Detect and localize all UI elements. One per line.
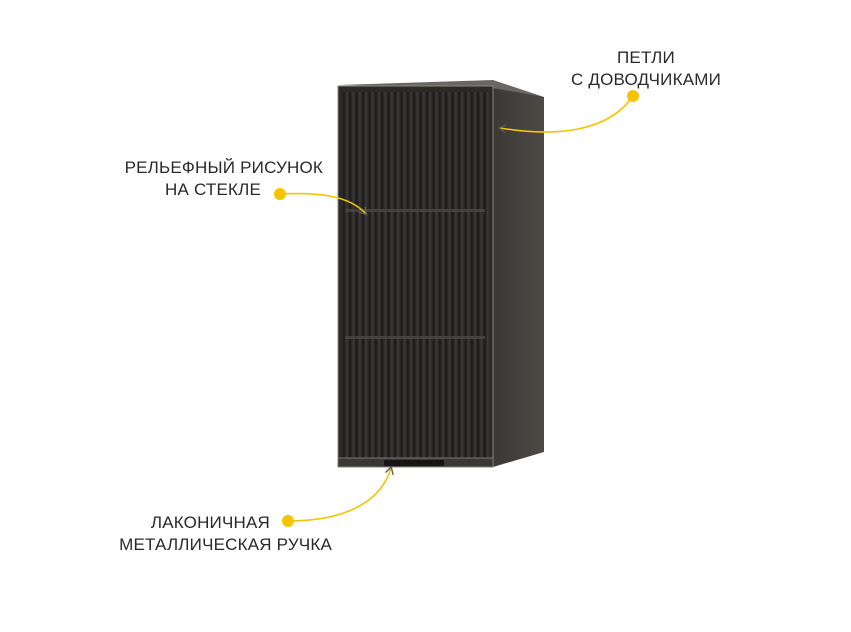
callout-label-handle: ЛАКОНИЧНАЯ МЕТАЛЛИЧЕСКАЯ РУЧКА <box>70 512 332 556</box>
callout-line-glass <box>279 192 366 214</box>
metal-handle <box>384 460 444 466</box>
cabinet-front-frame <box>337 85 494 468</box>
callout-dot-glass <box>274 188 286 200</box>
glass-flute <box>403 92 406 458</box>
glass-flute <box>461 92 463 458</box>
glass-flute <box>352 92 355 458</box>
glass-flute <box>429 92 431 458</box>
callout-line-handle <box>287 468 391 522</box>
glass-flute <box>375 92 377 458</box>
glass-flute <box>349 92 351 458</box>
glass-flute <box>381 92 383 458</box>
glass-flute <box>407 92 409 458</box>
callout-dot-handle <box>282 515 294 527</box>
glass-flute <box>346 92 348 458</box>
glass-flute <box>467 92 470 458</box>
callout-label-glass: РЕЛЬЕФНЫЙ РИСУНОК НА СТЕКЛЕ <box>70 157 323 201</box>
glass-flute <box>378 92 380 458</box>
glass-flute <box>368 92 371 458</box>
glass-flute <box>474 92 476 458</box>
glass-flute <box>455 92 457 458</box>
glass-flute <box>426 92 428 458</box>
glass-flute <box>387 92 390 458</box>
glass-flute <box>448 92 451 458</box>
shelf-lower <box>345 336 485 339</box>
callout-dot-hinges <box>627 90 639 102</box>
glass-flute <box>365 92 367 458</box>
glass-flute <box>394 92 396 458</box>
callout-label-handle-line1: ЛАКОНИЧНАЯ <box>150 513 270 532</box>
callout-label-hinges: ПЕТЛИ С ДОВОДЧИКАМИ <box>556 47 736 91</box>
callout-label-handle-line2: МЕТАЛЛИЧЕСКАЯ РУЧКА <box>119 535 332 554</box>
glass-flute <box>413 92 415 458</box>
callout-label-glass-line2: НА СТЕКЛЕ <box>165 180 261 199</box>
glass-flute <box>442 92 444 458</box>
callout-label-glass-line1: РЕЛЬЕФНЫЙ РИСУНОК <box>124 158 323 177</box>
glass-flute <box>483 92 486 458</box>
glass-flute <box>359 92 361 458</box>
glass-flute <box>355 92 358 458</box>
glass-flute <box>410 92 412 458</box>
glass-flute <box>362 92 364 458</box>
glass-flute <box>477 92 479 458</box>
callout-label-hinges-line1: ПЕТЛИ <box>617 48 675 67</box>
glass-flute <box>471 92 473 458</box>
glass-flute <box>451 92 454 458</box>
glass-flute <box>432 92 435 458</box>
glass-flute <box>416 92 419 458</box>
glass-flute <box>423 92 425 458</box>
glass-flute <box>487 92 489 458</box>
glass-flute <box>384 92 387 458</box>
cabinet-side-panel <box>493 84 544 467</box>
glass-flute <box>397 92 399 458</box>
callout-label-hinges-line2: С ДОВОДЧИКАМИ <box>570 70 722 89</box>
glass-flute <box>458 92 460 458</box>
glass-flute <box>439 92 441 458</box>
fluted-glass-panel <box>343 92 489 458</box>
callout-line-hinges <box>500 95 634 132</box>
glass-flute <box>343 92 345 458</box>
glass-flute <box>435 92 438 458</box>
glass-flute <box>391 92 393 458</box>
glass-flute <box>445 92 447 458</box>
cabinet-top-edge <box>338 80 544 97</box>
glass-flute <box>419 92 422 458</box>
glass-flute <box>400 92 403 458</box>
glass-flute <box>371 92 374 458</box>
glass-flute <box>480 92 483 458</box>
glass-flute <box>464 92 467 458</box>
shelf-upper <box>345 209 485 212</box>
